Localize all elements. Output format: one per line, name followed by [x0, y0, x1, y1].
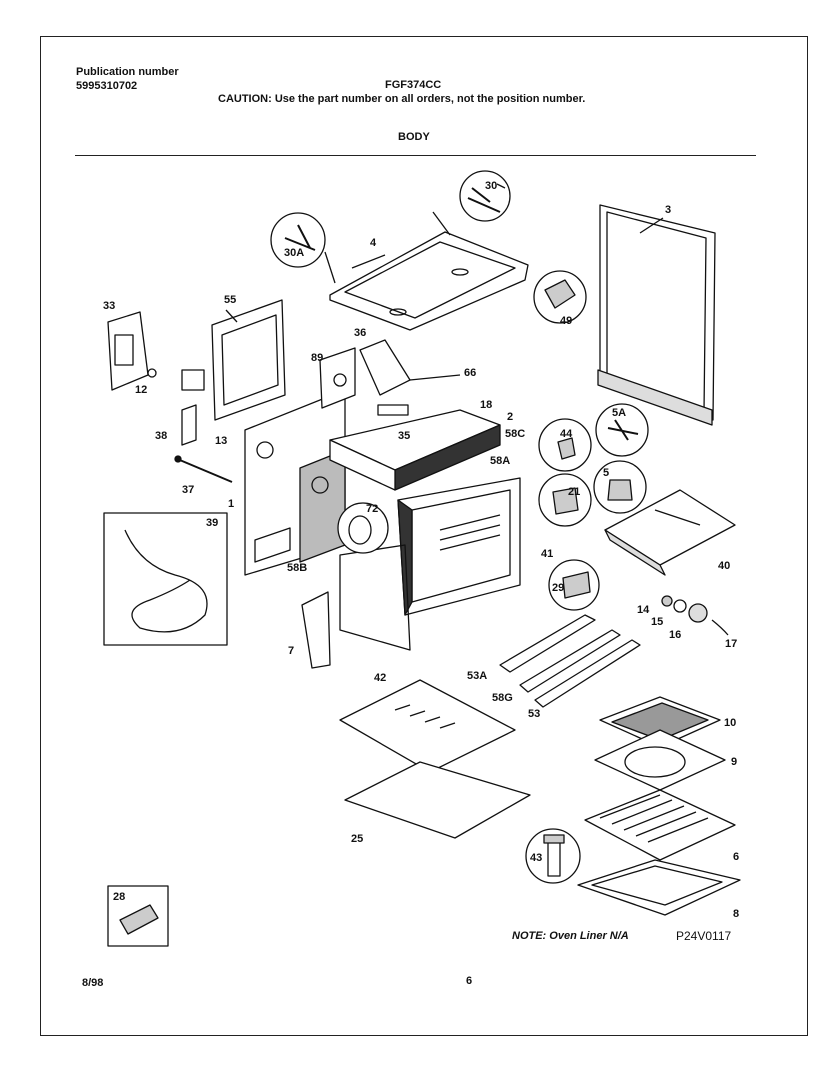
screw-callout-43 [525, 828, 581, 884]
label-58A: 58A [490, 455, 510, 467]
label-13: 13 [215, 435, 227, 447]
label-37: 37 [182, 484, 194, 496]
label-4: 4 [370, 237, 377, 249]
side-strip-part [301, 591, 331, 669]
oven-rack-part [584, 789, 736, 861]
label-36: 36 [354, 327, 366, 339]
label-14: 14 [637, 604, 650, 616]
callout-49 [533, 270, 587, 324]
label-3: 3 [665, 204, 671, 216]
label-53: 53 [528, 708, 540, 720]
publication-number: 5995310702 [76, 80, 138, 92]
label-17: 17 [725, 638, 737, 650]
cooktop-panel-part [329, 211, 529, 331]
rail-parts [499, 614, 641, 708]
label-30A: 30A [284, 247, 304, 259]
label-12: 12 [135, 384, 147, 396]
callout-30A [270, 212, 336, 284]
label-25: 25 [351, 833, 363, 845]
label-89: 89 [311, 352, 323, 364]
bracket-part [107, 311, 157, 391]
model-number: FGF374CC [385, 79, 442, 91]
bottom-panel-part [339, 679, 516, 773]
label-40: 40 [718, 560, 730, 572]
caution-text: CAUTION: Use the part number on all orde… [218, 93, 586, 105]
callout-30 [459, 170, 511, 222]
label-2: 2 [507, 411, 513, 423]
oven-cavity-part [337, 477, 521, 651]
label-39: 39 [206, 517, 218, 529]
label-42: 42 [374, 672, 386, 684]
header-divider [75, 155, 756, 156]
broiler-pan-parts [594, 696, 726, 791]
label-41: 41 [541, 548, 553, 560]
label-49: 49 [560, 315, 572, 327]
label-16: 16 [669, 629, 681, 641]
drawer-panel-part [604, 489, 736, 576]
label-72: 72 [366, 503, 378, 515]
label-66: 66 [464, 367, 476, 379]
back-panel-part [181, 299, 286, 421]
latch-callout [548, 559, 600, 611]
oven-liner-note: NOTE: Oven Liner N/A [512, 930, 629, 942]
label-1: 1 [228, 498, 234, 510]
label-30: 30 [485, 180, 497, 192]
label-8: 8 [733, 908, 739, 920]
label-21: 21 [568, 486, 580, 498]
footer-date: 8/98 [82, 977, 104, 989]
label-6: 6 [733, 851, 739, 863]
bracket-38-part [181, 404, 197, 446]
page-border [40, 36, 808, 1036]
label-28: 28 [113, 891, 125, 903]
label-18: 18 [480, 399, 492, 411]
label-44: 44 [560, 428, 573, 440]
label-33: 33 [103, 300, 115, 312]
label-38: 38 [155, 430, 167, 442]
label-35: 35 [398, 430, 410, 442]
label-53A: 53A [467, 670, 487, 682]
page-number: 6 [466, 975, 473, 987]
rod-part [174, 455, 233, 483]
lower-panel-part [344, 761, 531, 839]
vent-part [319, 339, 461, 409]
label-58C: 58C [505, 428, 525, 440]
label-55: 55 [224, 294, 236, 306]
oven-door-part [597, 204, 716, 426]
section-title: BODY [398, 131, 430, 143]
wire-harness-callout [103, 512, 228, 646]
diagram-code: P24V0117 [676, 929, 732, 943]
part-28-box [107, 885, 169, 947]
label-5A: 5A [612, 407, 626, 419]
hardware-callouts [538, 403, 649, 527]
knob-parts [661, 595, 729, 636]
publication-label: Publication number [76, 66, 179, 78]
oven-liner-part [577, 859, 741, 916]
top-surface-part [329, 404, 501, 491]
label-58B: 58B [287, 562, 307, 574]
label-29: 29 [552, 582, 564, 594]
label-58G: 58G [492, 692, 513, 704]
label-7: 7 [288, 645, 294, 657]
label-5: 5 [603, 467, 609, 479]
label-15: 15 [651, 616, 663, 628]
label-10: 10 [724, 717, 736, 729]
label-9: 9 [731, 756, 737, 768]
label-43: 43 [530, 852, 542, 864]
oven-body-part [244, 389, 346, 576]
